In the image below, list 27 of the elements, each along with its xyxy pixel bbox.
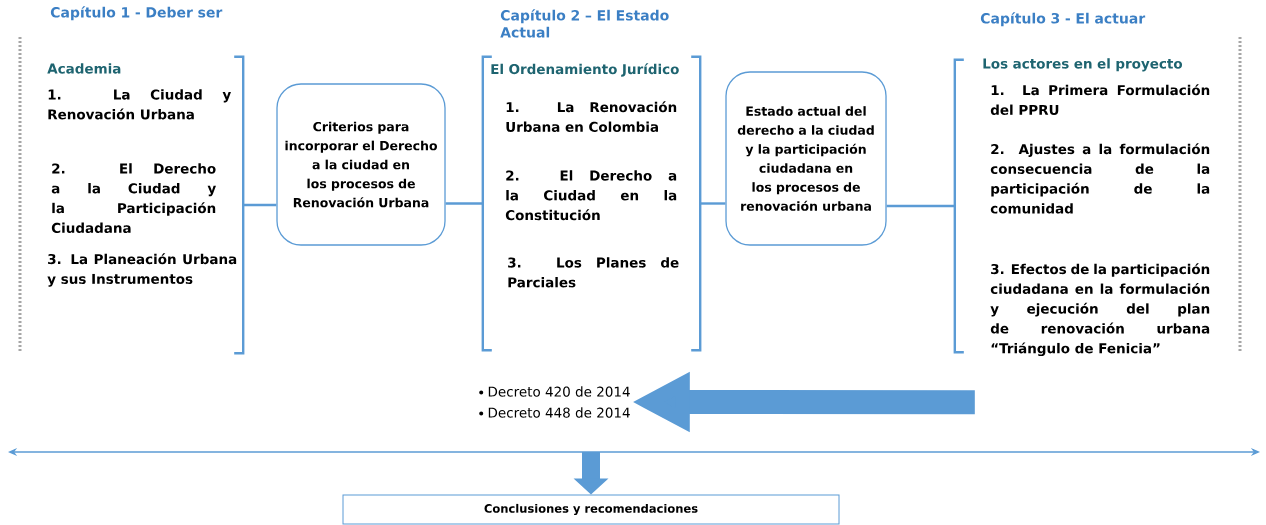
rounded-box: Criterios para incorporar el Derecho a la ciudad en los procesos de Renovación Urbana	[276, 83, 446, 246]
list-item: Decreto 420 de 2014	[488, 386, 630, 397]
list-item: 3. Efectos de la participación ciudadana en la formulación y ejecución del plan de renovación urbana “Triángulo de Fenicia”	[990, 263, 1210, 357]
bracket-group	[953, 12, 1210, 357]
chapter-title: Capítulo 3 - El actuar	[980, 12, 1146, 27]
connector-line	[886, 204, 955, 208]
list-item: 1. La Renovación Urbana en Colombia	[506, 101, 677, 132]
list-item: 2. El Derecho a la Ciudad y la Participación Ciudadana	[51, 163, 216, 234]
section-heading: Los actores en el proyecto	[983, 58, 1183, 72]
list-item: 2. El Derecho a la Ciudad en la Constitución	[505, 170, 677, 221]
chapter-title: Capítulo 1 - Deber ser	[50, 6, 223, 21]
connector-line	[243, 203, 277, 207]
section-heading: El Ordenamiento Jurídico	[491, 63, 679, 77]
list-item: 1. La Primera Formulación del PPRU	[990, 84, 1210, 115]
bracket-group	[47, 6, 245, 355]
list-item: 3. Los Planes de Parciales	[508, 257, 679, 288]
section-heading: Academia	[47, 63, 121, 74]
connector-line	[445, 202, 483, 205]
list-item: Decreto 448 de 2014	[488, 407, 630, 418]
list-item: 3. La Planeación Urbana y sus Instrumentos	[47, 253, 237, 287]
text-box: Conclusiones y recomendaciones	[342, 494, 840, 525]
chapter-title: Capítulo 2 – El Estado Actual	[500, 9, 669, 38]
rounded-box: Estado actual del derecho a la ciudad y la participación ciudadana en los procesos de renovación urbana	[725, 71, 887, 246]
bracket-group	[481, 9, 702, 352]
list-item: 1. La Ciudad y Renovación Urbana	[48, 89, 231, 120]
connector-line	[700, 202, 726, 205]
list-item: 2. Ajustes a la formulación consecuencia de la participación de la comunidad	[990, 143, 1210, 214]
